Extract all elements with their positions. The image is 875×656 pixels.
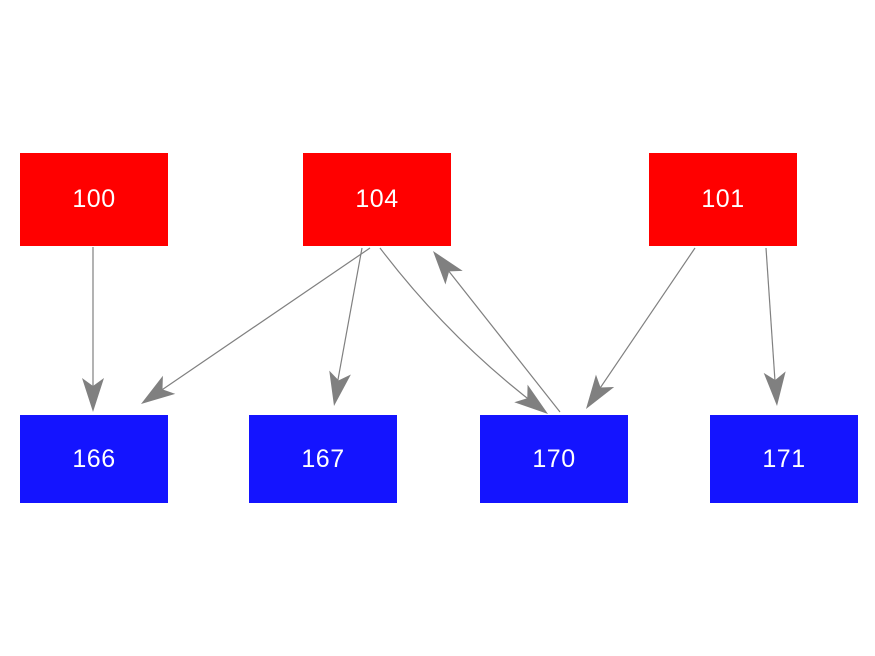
node-label-171: 171: [762, 444, 806, 473]
edge-101-to-171: [763, 247, 786, 406]
arrowhead-icon: [586, 374, 615, 409]
edge-line: [379, 247, 541, 409]
node-104[interactable]: 104: [303, 153, 451, 246]
arrowhead-icon: [763, 371, 786, 406]
arrowhead-icon: [329, 370, 351, 406]
node-166[interactable]: 166: [20, 415, 168, 503]
node-label-100: 100: [72, 185, 116, 213]
node-171[interactable]: 171: [710, 415, 858, 503]
edge-line: [439, 259, 561, 413]
node-label-104: 104: [355, 185, 399, 213]
edge-170-to-104: [433, 251, 561, 413]
node-label-170: 170: [532, 444, 576, 473]
edge-101-to-170: [586, 247, 696, 409]
edge-104-to-170: [379, 247, 548, 414]
node-label-166: 166: [72, 444, 116, 473]
node-167[interactable]: 167: [249, 415, 397, 503]
node-label-101: 101: [701, 185, 745, 213]
edge-104-to-166: [141, 247, 371, 404]
edge-100-to-166: [82, 247, 104, 412]
edge-line: [591, 247, 696, 401]
edge-line: [149, 247, 371, 399]
edge-line: [334, 247, 363, 397]
node-100[interactable]: 100: [20, 153, 168, 246]
node-101[interactable]: 101: [649, 153, 797, 246]
node-170[interactable]: 170: [480, 415, 628, 503]
edge-line: [765, 247, 777, 397]
node-label-167: 167: [301, 444, 345, 473]
edge-104-to-167: [329, 247, 363, 406]
arrowhead-icon: [141, 375, 176, 404]
arrowhead-icon: [82, 378, 104, 412]
arrowhead-icon: [433, 251, 463, 285]
arrowhead-icon: [514, 384, 548, 414]
